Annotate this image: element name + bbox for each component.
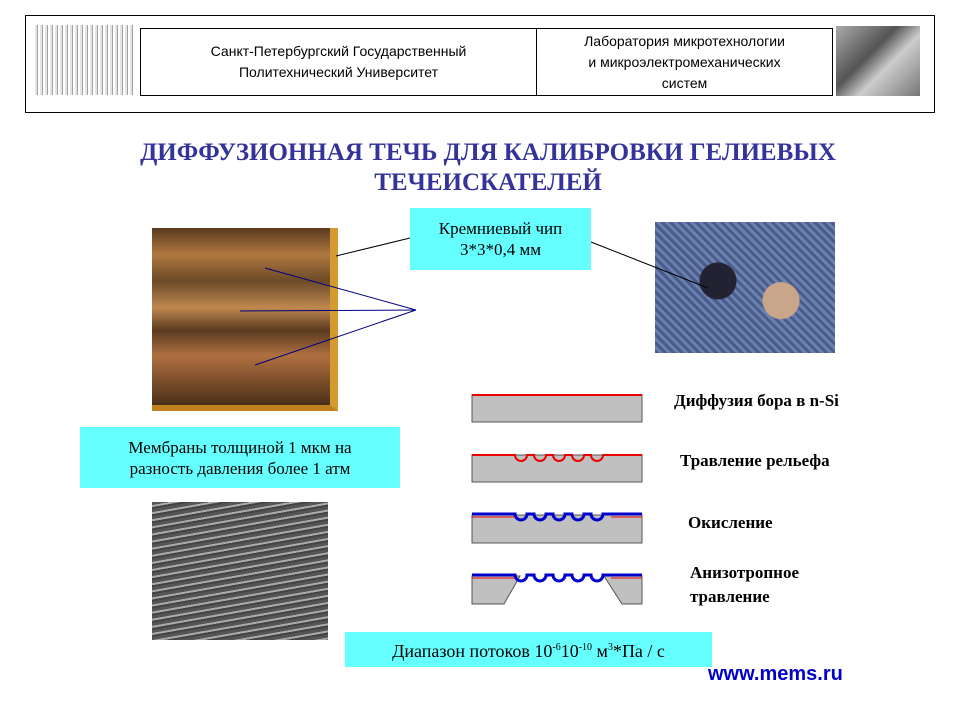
- step-label-anisotropic: Анизотропное травление: [690, 561, 799, 609]
- callout-line: разность давления более 1 атм: [129, 458, 351, 478]
- range-exp: -10: [578, 642, 593, 653]
- step-diagram-diffusion: [471, 394, 643, 423]
- step-label-oxidation: Окисление: [688, 513, 773, 532]
- step-label-etch: Травление рельефа: [680, 451, 830, 470]
- range-suffix: *Па / с: [612, 641, 665, 661]
- university-logo: [35, 25, 135, 95]
- callout-line: Мембраны толщиной 1 мкм на: [128, 437, 352, 457]
- mems-image: [836, 26, 920, 96]
- chip-callout: Кремниевый чип 3*3*0,4 мм: [410, 208, 591, 270]
- step-line: травление: [690, 587, 770, 606]
- university-line: Политехнический Университет: [238, 64, 439, 80]
- step-diagram-oxidation: [471, 512, 643, 544]
- flow-range-box: Диапазон потоков 10-610-10 м3*Па / с: [345, 632, 712, 667]
- chip-photo: [152, 228, 338, 411]
- website-link[interactable]: www.mems.ru: [708, 663, 843, 685]
- header-frame: [25, 15, 935, 113]
- membrane-photo: [152, 502, 328, 640]
- step-diagram-etch: [471, 454, 643, 483]
- range-unit: м: [592, 641, 608, 661]
- range-mid: 10: [560, 641, 579, 661]
- range-prefix: Диапазон потоков 10: [392, 641, 553, 661]
- callout-line: Кремниевый чип: [438, 219, 563, 238]
- range-exp: -6: [552, 642, 561, 653]
- lab-line: и микроэлектромеханических: [588, 53, 781, 70]
- lab-line: систем: [661, 74, 708, 91]
- callout-line: 3*3*0,4 мм: [459, 240, 541, 259]
- step-diagram-anisotropic: [471, 573, 643, 605]
- lab-line: Лаборатория микротехнологии: [584, 32, 785, 49]
- slide-title: ДИФФУЗИОННАЯ ТЕЧЬ ДЛЯ КАЛИБРОВКИ ГЕЛИЕВЫ…: [80, 138, 896, 198]
- title-line: ТЕЧЕИСКАТЕЛЕЙ: [374, 169, 602, 196]
- step-label-diffusion: Диффузия бора в n-Si: [674, 391, 839, 410]
- university-line: Санкт-Петербургский Государственный: [210, 43, 467, 59]
- title-line: ДИФФУЗИОННАЯ ТЕЧЬ ДЛЯ КАЛИБРОВКИ ГЕЛИЕВЫ…: [140, 139, 836, 166]
- range-exp: 3: [607, 642, 613, 653]
- chip-in-hand-photo: [655, 222, 835, 353]
- laboratory-name: Лаборатория микротехнологии и микроэлектр…: [537, 29, 832, 95]
- step-line: Анизотропное: [690, 563, 800, 582]
- flow-range-text: Диапазон потоков 10-610-10 м3*Па / с: [392, 637, 665, 662]
